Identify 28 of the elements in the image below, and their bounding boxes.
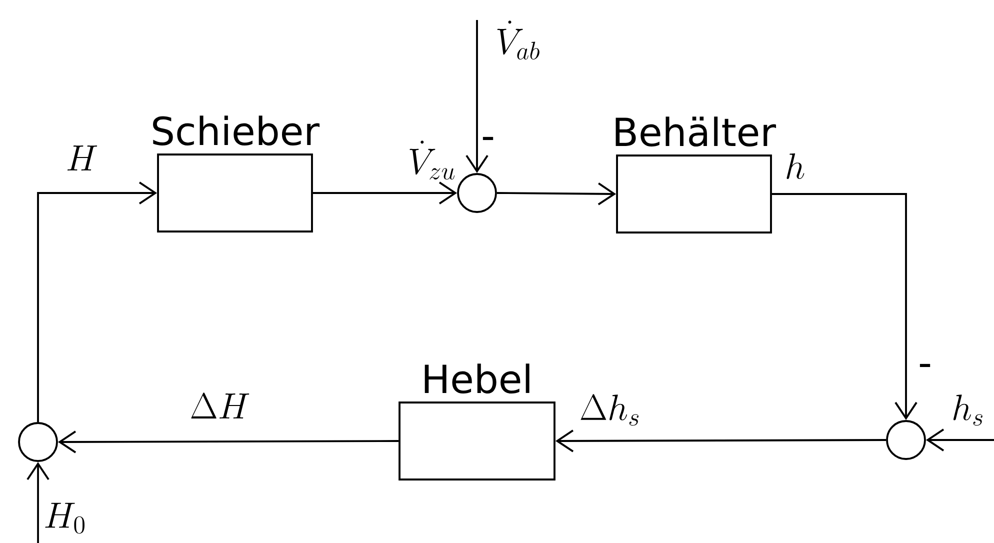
node-label: Schieber: [153, 116, 320, 146]
signal-label: $h$: [782, 152, 808, 180]
arrow: [466, 20, 488, 174]
arrow: [496, 182, 616, 206]
block-box: Schieber: [153, 116, 320, 232]
signal-label: $\dot{V}_{ab}$: [494, 18, 542, 62]
sign-label: -: [482, 136, 494, 140]
arrow: [772, 193, 918, 420]
summing-point: [18, 422, 58, 462]
block-box: Behälter: [616, 116, 776, 234]
signal-label: $\dot{V}_{zu}$: [406, 138, 458, 182]
summing-point: [886, 420, 926, 460]
signal-label: $h_s$: [950, 392, 986, 428]
signal-label: $\Delta H$: [188, 392, 252, 420]
arrow: [26, 462, 50, 543]
block-box: Hebel: [398, 364, 556, 480]
sign-label: -: [920, 364, 930, 368]
arrow: [312, 182, 458, 204]
arrow: [58, 430, 399, 454]
arrow: [555, 430, 886, 452]
arrow: [37, 182, 158, 422]
signal-label: $\Delta h_s$: [578, 392, 642, 428]
signal-label: $H_0$: [42, 501, 88, 535]
node-label: Behälter: [616, 116, 776, 147]
signal-label: $H$: [64, 144, 100, 172]
summing-point: [457, 173, 497, 213]
arrow: [926, 428, 994, 452]
node-label: Hebel: [424, 364, 530, 394]
